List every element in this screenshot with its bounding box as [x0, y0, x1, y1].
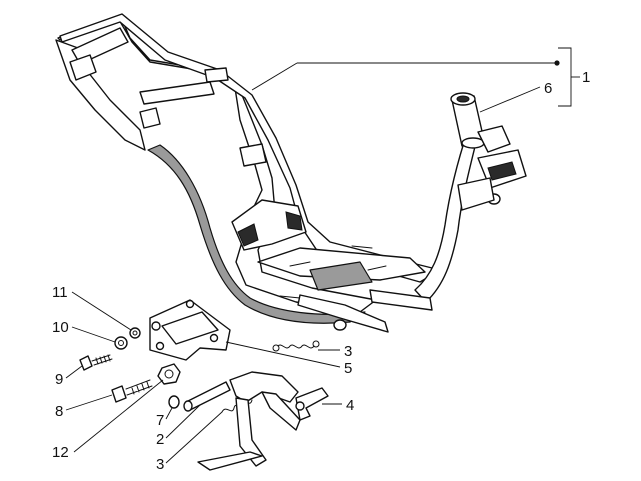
frame-down-tube-lower	[369, 289, 433, 311]
leader-10	[71, 326, 116, 343]
callout-1: 1	[582, 69, 590, 86]
washer-10	[114, 336, 128, 350]
frame-bracket-c	[204, 67, 229, 83]
frame-front-bracket-upper	[477, 125, 511, 153]
screw-9-head	[79, 355, 93, 371]
leader-11	[71, 291, 132, 331]
bracket-1	[558, 47, 572, 107]
callout-3-spring: 3	[344, 343, 352, 360]
callout-4: 4	[346, 397, 354, 414]
frame-steering-head-bore	[456, 95, 470, 103]
callout-12: 12	[52, 444, 69, 461]
washer-10-bore	[118, 340, 124, 346]
frame-bracket-b	[239, 143, 267, 167]
frame-front-lower-rail	[297, 294, 389, 333]
washer-part-11	[129, 327, 141, 339]
leader-1-dot	[554, 60, 560, 66]
leader-1-frame-end	[251, 62, 298, 91]
stand-right-leg	[261, 391, 301, 431]
callout-10: 10	[52, 319, 69, 336]
screw-9-thread	[91, 354, 113, 366]
callout-7: 7	[156, 412, 164, 429]
frame-rear-loop	[55, 39, 146, 151]
callout-2: 2	[156, 431, 164, 448]
stand-bracket-hole-2	[185, 299, 195, 309]
spring-upper-hook-left	[272, 344, 280, 352]
frame-mid-brace-hole-right	[285, 211, 303, 231]
stand-bracket-rib	[161, 311, 219, 345]
frame-front-gusset	[457, 177, 495, 211]
washer-11-bore	[132, 330, 138, 336]
leader-2	[165, 404, 201, 439]
stand-bracket-hole-1	[151, 321, 161, 331]
leader-9	[65, 365, 83, 379]
stand-pivot-pin-end	[183, 400, 193, 412]
leader-8	[65, 394, 113, 411]
stand-lever-boss	[295, 401, 305, 411]
circlip-7	[168, 395, 180, 409]
leader-3-lower	[165, 411, 223, 464]
frame-underside-shading	[147, 144, 366, 324]
frame-center-shadow	[309, 261, 373, 291]
screw-part-9	[79, 354, 113, 371]
center-stand	[183, 371, 329, 471]
stand-bracket-hole-3	[209, 333, 219, 343]
leader-12	[73, 379, 164, 453]
frame-rear-tab	[69, 54, 97, 81]
callout-3-lower: 3	[156, 456, 164, 473]
stand-kick-lever	[295, 387, 329, 421]
nut-12	[157, 363, 181, 385]
washer-part-10	[114, 336, 128, 350]
spring-upper-hook-right	[312, 340, 320, 348]
callout-labels: 1 6 11 10 9 8 12 7 2 3 3 5 4	[52, 69, 590, 473]
frame-front-bracket-slot	[487, 161, 517, 181]
nut-12-bore	[164, 369, 174, 379]
frame-bracket-a	[139, 107, 161, 129]
nut-part-12	[157, 363, 181, 385]
callout-8: 8	[55, 403, 63, 420]
frame-mid-brace-hole-left	[237, 223, 259, 247]
callout-9: 9	[55, 371, 63, 388]
callout-5: 5	[344, 360, 352, 377]
stand-foot-bar	[197, 451, 263, 471]
frame-steering-head-bottom	[461, 137, 485, 149]
scooter-frame	[55, 13, 527, 333]
frame-floor-rail	[257, 247, 426, 281]
circlip-part-7	[168, 395, 180, 409]
frame-lower-bushing	[333, 319, 347, 331]
frame-upper-cross-member	[139, 81, 215, 105]
leader-6	[479, 86, 541, 113]
spring-upper-coil	[277, 344, 315, 349]
callout-11: 11	[52, 284, 68, 301]
bolt-8-head	[111, 385, 127, 403]
leader-lines	[65, 47, 580, 464]
bolt-8-thread	[125, 379, 153, 396]
leader-7	[165, 407, 173, 420]
bolt-part-8	[111, 379, 153, 403]
leader-5	[225, 341, 341, 368]
washer-11	[129, 327, 141, 339]
stand-bracket	[149, 299, 231, 361]
stand-bracket-hole-4	[155, 341, 165, 351]
stand-left-leg	[235, 397, 267, 467]
spring-part-3-upper	[272, 340, 320, 352]
callout-6: 6	[544, 80, 552, 97]
